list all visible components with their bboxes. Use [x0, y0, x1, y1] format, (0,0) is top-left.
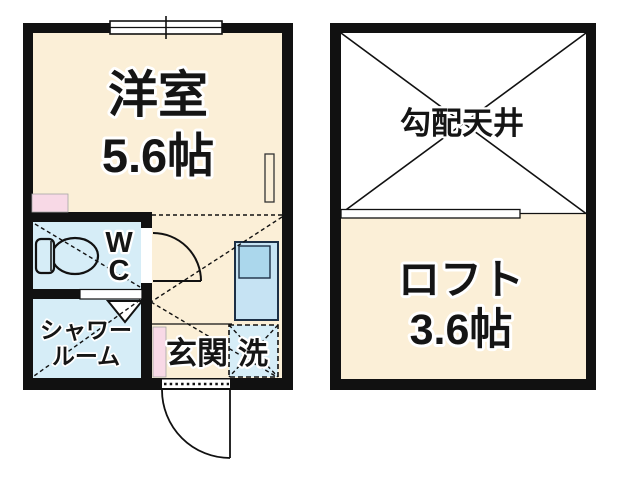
shower-door-marker: [105, 300, 145, 324]
loft-edge-dashed-1: [150, 216, 283, 303]
entrance-counter: [152, 326, 167, 378]
shower-door-opening: [79, 288, 143, 300]
wc-door-swing: [152, 232, 202, 282]
right-wall-fixture: [264, 153, 275, 203]
loft-floor-plan: 勾配天井 ロフト 3.6帖: [330, 23, 596, 390]
window-top: [109, 16, 223, 39]
wc-door-opening: [141, 228, 152, 283]
wc-label-line1: W: [105, 227, 133, 259]
loft-floor: [341, 213, 586, 379]
shower-label-line1: シャワー: [40, 317, 132, 343]
entrance-label: 玄関: [166, 336, 228, 371]
room-counter: [31, 193, 69, 213]
entrance-door: [161, 379, 231, 459]
ceiling-diagonal-2: [340, 32, 587, 215]
laundry-label: 洗: [238, 338, 268, 371]
western-room-label: 洋室: [108, 67, 208, 123]
kitchen-unit: [234, 241, 279, 321]
washing-machine-space: [228, 324, 279, 378]
first-floor-plan: 洋室 5.6帖 W C シャワー ルーム 玄関 洗: [23, 16, 293, 459]
shower-ceiling-dashed: [33, 299, 141, 377]
shower-label-line2: ルーム: [52, 343, 120, 369]
loft-rail: [340, 208, 521, 219]
sloped-ceiling-label: 勾配天井: [400, 106, 524, 141]
loft-edge-dashed-2: [150, 301, 278, 378]
western-room-size: 5.6帖: [102, 129, 214, 182]
loft-size: 3.6帖: [410, 306, 513, 354]
loft-label: ロフト: [398, 256, 524, 303]
toilet-icon: [34, 236, 100, 276]
wc-label-line2: C: [109, 255, 130, 287]
